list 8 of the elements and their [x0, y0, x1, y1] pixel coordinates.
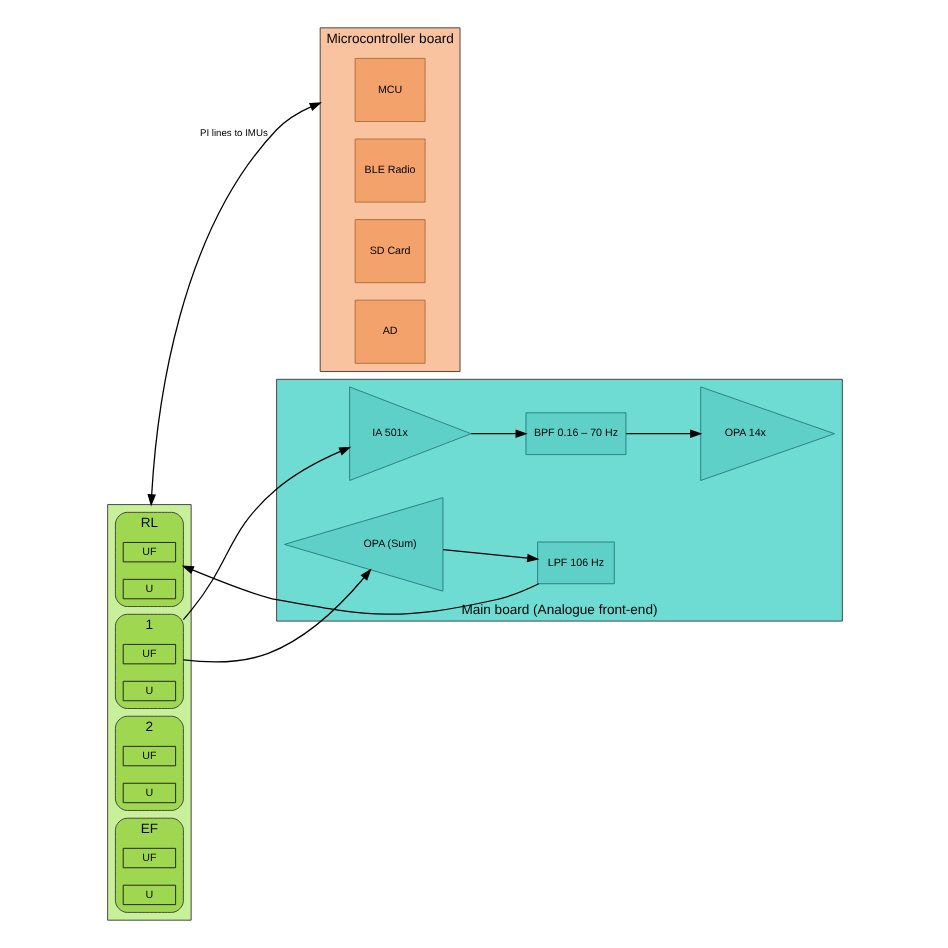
- arrow: [181, 568, 371, 663]
- cluster: [106, 504, 191, 921]
- arrow: [624, 429, 702, 438]
- arrow: [146, 102, 321, 507]
- arrow: [441, 549, 539, 563]
- arrow: [181, 446, 351, 621]
- arrow: [469, 429, 527, 438]
- arrow: [180, 565, 539, 615]
